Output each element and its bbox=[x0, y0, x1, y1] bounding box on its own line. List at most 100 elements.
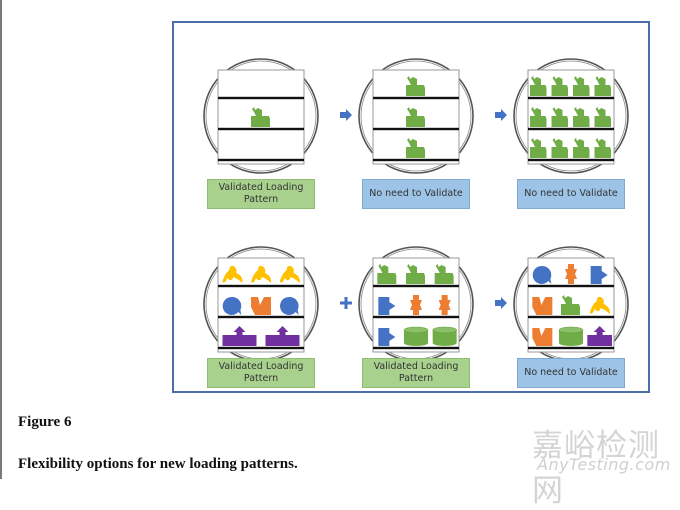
elephant-icon bbox=[594, 76, 611, 96]
shelf-line bbox=[373, 158, 459, 162]
shelf-line bbox=[218, 127, 304, 131]
shelf-line bbox=[218, 96, 304, 100]
shelf-items bbox=[406, 76, 425, 96]
elephant-icon bbox=[434, 264, 454, 284]
elephant-icon bbox=[573, 138, 590, 158]
yellow-blob-icon bbox=[589, 296, 610, 314]
pattern-label: No need to Validate bbox=[517, 179, 625, 209]
shelf-items bbox=[222, 265, 300, 283]
shelf-line bbox=[528, 127, 614, 131]
green-cylinder-icon bbox=[403, 326, 429, 346]
elephant-icon bbox=[594, 107, 611, 127]
arrow-right-icon bbox=[339, 107, 353, 128]
shelf-items bbox=[406, 107, 425, 127]
shelf-items bbox=[532, 295, 610, 315]
shelf-line bbox=[373, 96, 459, 100]
watermark-english: AnyTesting.com bbox=[537, 455, 671, 474]
orange-arrows-icon bbox=[410, 295, 422, 315]
yellow-blob-icon bbox=[279, 265, 300, 283]
shelf-items bbox=[377, 264, 454, 284]
blue-tab-icon bbox=[378, 328, 396, 346]
shelf-line bbox=[373, 315, 459, 319]
orange-arrows-icon bbox=[438, 295, 451, 315]
figure-frame: Validated Loading Pattern No need to Vali… bbox=[172, 21, 650, 393]
panel-circle-inner bbox=[515, 60, 627, 172]
elephant-icon bbox=[551, 107, 568, 127]
elephant-icon bbox=[406, 264, 425, 284]
shelf-line bbox=[528, 96, 614, 100]
shelf-items bbox=[530, 107, 611, 127]
elephant-icon bbox=[530, 107, 547, 127]
pattern-label: Validated Loading Pattern bbox=[362, 358, 470, 388]
loading-pattern-panel bbox=[511, 56, 631, 176]
elephant-icon bbox=[406, 107, 425, 127]
shelf-items bbox=[530, 76, 611, 96]
elephant-icon bbox=[251, 107, 270, 127]
pattern-label: No need to Validate bbox=[362, 179, 470, 209]
elephant-icon bbox=[551, 138, 568, 158]
loading-pattern-panel bbox=[201, 56, 321, 176]
shelf-line bbox=[373, 127, 459, 131]
plus-icon bbox=[339, 295, 353, 316]
shelf-items bbox=[378, 326, 457, 346]
shelf-items bbox=[378, 295, 451, 315]
purple-arrow-box-icon bbox=[265, 326, 300, 346]
loading-pattern-panel bbox=[356, 56, 476, 176]
loading-pattern-panel bbox=[511, 244, 631, 364]
shelf-line bbox=[218, 346, 304, 350]
elephant-icon bbox=[530, 138, 547, 158]
figure-number: Figure 6 bbox=[18, 414, 72, 430]
shelf-items bbox=[222, 326, 300, 346]
orange-arrows-icon bbox=[565, 264, 577, 284]
blue-bubble-icon bbox=[279, 296, 299, 315]
loading-pattern-panel bbox=[356, 244, 476, 364]
purple-arrow-box-icon bbox=[222, 326, 257, 346]
pattern-label: No need to Validate bbox=[517, 358, 625, 388]
shelf-items bbox=[251, 107, 270, 127]
elephant-icon bbox=[530, 76, 547, 96]
elephant-icon bbox=[561, 295, 580, 315]
green-cylinder-icon bbox=[558, 326, 584, 346]
shelf-line bbox=[373, 346, 459, 350]
shelf-line bbox=[528, 158, 614, 162]
blue-tab-icon bbox=[378, 297, 396, 315]
green-cylinder-icon bbox=[432, 326, 457, 346]
shelf-line bbox=[218, 158, 304, 162]
shelf-line bbox=[218, 315, 304, 319]
shelf-items bbox=[532, 264, 608, 284]
elephant-icon bbox=[551, 76, 568, 96]
yellow-blob-icon bbox=[222, 265, 243, 283]
shelf-items bbox=[532, 326, 612, 346]
shelf-items bbox=[530, 138, 611, 158]
elephant-icon bbox=[377, 264, 397, 284]
elephant-icon bbox=[573, 76, 590, 96]
shelf-line bbox=[528, 346, 614, 350]
shelf-line bbox=[528, 315, 614, 319]
purple-arrow-box-icon bbox=[587, 326, 612, 346]
arrow-right-icon bbox=[494, 107, 508, 128]
shelf-line bbox=[528, 284, 614, 288]
orange-notch-icon bbox=[251, 297, 271, 315]
panel-circle-inner bbox=[205, 60, 317, 172]
panel-circle-inner bbox=[360, 60, 472, 172]
pattern-label: Validated Loading Pattern bbox=[207, 358, 315, 388]
pattern-label: Validated Loading Pattern bbox=[207, 179, 315, 209]
yellow-blob-icon bbox=[251, 265, 272, 283]
page-left-border bbox=[0, 0, 2, 479]
loading-pattern-panel bbox=[201, 244, 321, 364]
elephant-icon bbox=[594, 138, 611, 158]
orange-notch-icon bbox=[532, 328, 553, 346]
blue-tab-icon bbox=[590, 266, 608, 284]
figure-caption: Flexibility options for new loading patt… bbox=[18, 456, 298, 472]
shelf-line bbox=[218, 284, 304, 288]
blue-bubble-icon bbox=[222, 296, 242, 315]
orange-notch-icon bbox=[532, 297, 553, 315]
arrow-right-icon bbox=[494, 295, 508, 316]
shelf-line bbox=[373, 284, 459, 288]
elephant-icon bbox=[406, 76, 425, 96]
blue-bubble-icon bbox=[532, 265, 552, 284]
elephant-icon bbox=[573, 107, 590, 127]
shelf-items bbox=[406, 138, 425, 158]
elephant-icon bbox=[406, 138, 425, 158]
shelf-items bbox=[222, 296, 299, 315]
